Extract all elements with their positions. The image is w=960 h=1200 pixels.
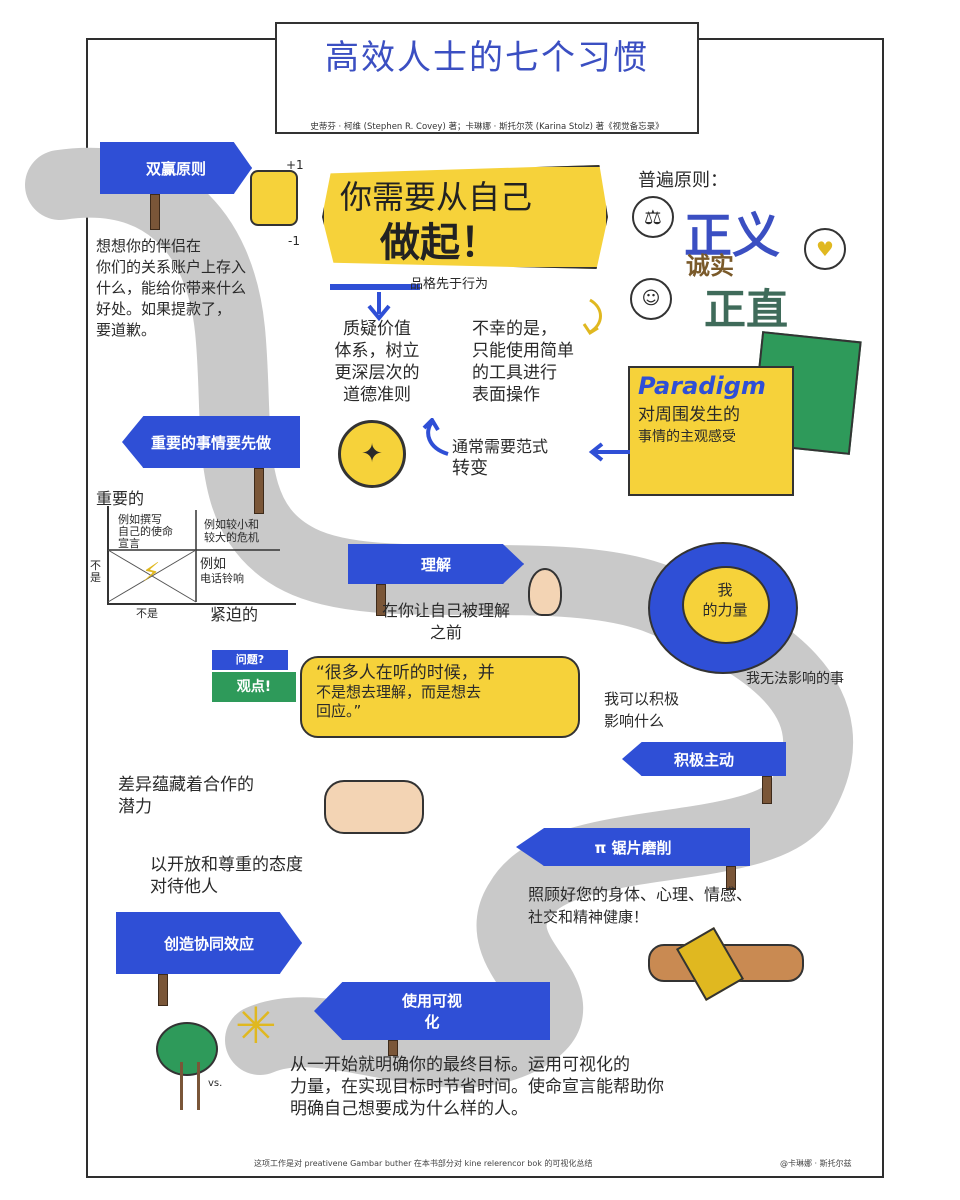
win-win-text: 想想你的伴侣在你们的关系账户上存入什么，能给你带来什么好处。如果提款了，要道歉。 [96, 237, 247, 339]
compass-icon: ✦ [338, 420, 406, 488]
sign-label: 理解 [420, 555, 451, 574]
heart-icon: ♥ [804, 228, 846, 270]
sign-label: 化 [424, 1013, 440, 1031]
ladder-icon [180, 1062, 200, 1110]
palm-tree-icon: ✳ [235, 997, 277, 1055]
matrix-not-axis: 不是 [90, 559, 101, 584]
matrix-important: 重要的 [96, 489, 145, 508]
vs-label: vs. [208, 1078, 223, 1089]
curved-arrow-icon [422, 418, 449, 456]
handshake-icon [324, 780, 424, 834]
tree-icon [156, 1022, 218, 1076]
character-bar [330, 284, 420, 290]
sign-label: 重要的事情要先做 [150, 433, 271, 452]
matrix-q1: 例如撰写自己的使命宣言 [118, 513, 173, 550]
opinion-tag: 观点! [212, 672, 296, 702]
power-text: 我的力量 [702, 581, 748, 619]
signpost [376, 584, 386, 616]
sign-label: 使用可视 [401, 992, 462, 1010]
sign-first-things[interactable]: 重要的事情要先做 [122, 416, 300, 468]
footer-credit: @卡琳娜 · 斯托尔兹 [780, 1159, 852, 1168]
sign-win-win[interactable]: 双赢原则 [100, 142, 252, 194]
byline: 史蒂芬 · 柯维 (Stephen R. Covey) 著；卡琳娜 · 斯托尔茨… [310, 122, 664, 132]
sign-label: 创造协同效应 [163, 934, 254, 953]
footer-note: 这项工作是对 preativene Gambar buther 在本书部分对 k… [254, 1159, 593, 1168]
character-label: 品格先于行为 [410, 277, 489, 292]
paradigm-note [628, 366, 794, 496]
can-influence: 我可以积极影响什么 [604, 690, 680, 730]
lightning-icon: ⚡ [142, 558, 161, 588]
title-box: 高效人士的七个习惯 史蒂芬 · 柯维 (Stephen R. Covey) 著；… [275, 22, 699, 134]
sign-label: π 锯片磨削 [594, 838, 672, 857]
signpost [150, 194, 160, 230]
principle-justice: 正义 [684, 208, 781, 264]
shift-text: 通常需要范式转变 [452, 437, 549, 479]
arrow-left-icon [588, 442, 630, 462]
matrix-q2: 例如较小和较大的危机 [204, 518, 259, 544]
signpost [388, 1040, 398, 1056]
question-tag: 问题? [212, 650, 288, 670]
sign-visualize[interactable]: 使用可视 化 [314, 982, 550, 1040]
quote-text: “很多人在听的时候，并不是想去理解，而是想去回应。” [316, 663, 495, 721]
sign-synergy[interactable]: 创造协同效应 [116, 912, 302, 974]
ear-icon [528, 568, 562, 616]
quote-bubble [300, 656, 580, 738]
paradigm-word: Paradigm [638, 372, 766, 400]
principle-honesty: 诚实 [686, 252, 734, 280]
coins-icon [250, 170, 298, 226]
sign-label: 积极主动 [673, 750, 734, 769]
matrix-q3: 例如电话铃响 [200, 557, 244, 586]
curved-arrow-icon [582, 298, 602, 336]
cannot-influence: 我无法影响的事 [746, 671, 844, 687]
understand-text: 在你让自己被理解之前 [381, 601, 510, 642]
page-title: 高效人士的七个习惯 [325, 38, 649, 78]
signpost [762, 776, 772, 804]
question-values-text: 质疑价值体系，树立更深层次的道德准则 [334, 319, 420, 405]
principles-heading: 普遍原则： [638, 170, 728, 191]
signpost [158, 974, 168, 1006]
matrix-urgent: 紧迫的 [210, 605, 259, 624]
sign-understand[interactable]: 理解 [348, 544, 524, 584]
self-care-text: 照顾好您的身体、心理、情感、社交和精神健康！ [528, 885, 753, 926]
banner-line-2: 做起！ [380, 220, 500, 266]
minus-one: -1 [288, 234, 300, 248]
differences-text: 差异蕴藏着合作的潜力 [118, 775, 254, 817]
sign-proactive[interactable]: 积极主动 [622, 742, 786, 776]
banner-line-1: 你需要从自己 [340, 178, 533, 216]
signpost [254, 468, 264, 514]
head-icon: ☺ [630, 278, 672, 320]
openness-text: 以开放和尊重的态度对待他人 [150, 855, 303, 897]
scale-icon: ⚖ [632, 196, 674, 238]
goal-text: 从一开始就明确你的最终目标。运用可视化的力量，在实现目标时节省时间。使命宣言能帮… [290, 1055, 664, 1119]
paradigm-text: 对周围发生的事情的主观感受 [638, 405, 740, 445]
sign-label: 双赢原则 [145, 159, 206, 178]
power-core [682, 566, 770, 644]
priority-matrix [107, 506, 296, 605]
matrix-not-bottom: 不是 [136, 607, 158, 620]
arrow-down-icon [367, 292, 391, 322]
principle-integrity: 正直 [704, 285, 789, 334]
unfortunately-text: 不幸的是，只能使用简单的工具进行表面操作 [472, 319, 574, 405]
signpost [726, 866, 736, 890]
plus-one: +1 [286, 158, 304, 172]
sign-sharpen-saw[interactable]: π 锯片磨削 [516, 828, 750, 866]
